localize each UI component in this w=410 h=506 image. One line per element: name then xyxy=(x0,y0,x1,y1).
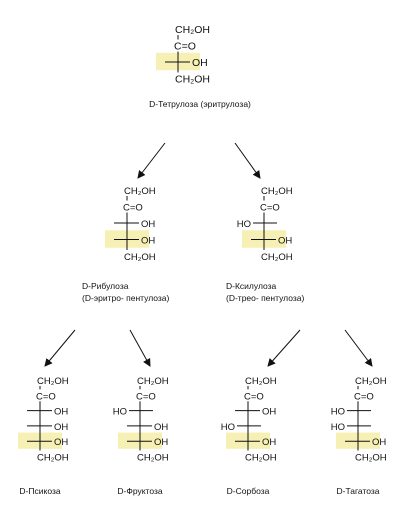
psicose-structure: CH₂OH C=O OH OH OH CH₂OH xyxy=(18,374,73,464)
ribulose-caption: D-Рибулоза xyxy=(82,281,129,291)
bottom-ch2oh-label: CH₂OH xyxy=(245,453,277,464)
top-ch2oh-label: CH₂OH xyxy=(245,376,277,387)
hydroxyl-right-label: OH xyxy=(278,236,292,247)
hydroxyl-right-label: OH xyxy=(372,437,386,448)
carbonyl-label: C=O xyxy=(354,391,374,402)
hydroxyl-right-label: OH xyxy=(262,437,276,448)
carbonyl-label: C=O xyxy=(174,41,196,53)
sorbose-structure: CH₂OH C=O OH HO OH CH₂OH xyxy=(221,374,281,464)
hydroxyl-right-label: OH xyxy=(54,422,68,433)
hydroxyl-left-label: HO xyxy=(237,219,251,230)
bottom-ch2oh-label: CH₂OH xyxy=(137,453,169,464)
xylulose-caption: D-Ксилулоза xyxy=(226,281,277,291)
carbonyl-label: C=O xyxy=(136,391,156,402)
hydroxyl-right-label: OH xyxy=(154,437,168,448)
top-ch2oh-label: CH₂OH xyxy=(37,376,69,387)
top-ch2oh-label: CH₂OH xyxy=(261,186,293,197)
bottom-ch2oh-label: CH₂OH xyxy=(261,252,293,263)
fructose-structure: CH₂OH C=O HO OH OH CH₂OH xyxy=(113,374,173,464)
ribulose-subcaption: (D-эритро- пентулоза) xyxy=(82,293,170,303)
fructose-caption: D-Фруктоза xyxy=(117,486,162,496)
tetrulose-structure: CH₂OH C=O OH CH₂OH xyxy=(156,23,211,86)
hydroxyl-left-label: HO xyxy=(221,422,235,433)
psicose-caption: D-Псикоза xyxy=(19,486,60,496)
bottom-ch2oh-label: CH₂OH xyxy=(37,453,69,464)
structures-layer: CH₂OH C=O OH CH₂OH CH₂OH C=O OH OH CH₂OH CH₂OH C=O… xyxy=(18,23,391,464)
xylulose-structure: CH₂OH C=O HO OH CH₂OH xyxy=(237,184,297,263)
hydroxyl-right-label: OH xyxy=(54,437,68,448)
arrow-ribulose-to-fructose xyxy=(129,329,151,367)
carbonyl-label: C=O xyxy=(36,391,56,402)
hydroxyl-right-label: OH xyxy=(262,407,276,418)
arrow-xylulose-to-tagatose xyxy=(344,329,373,367)
top-ch2oh-label: CH₂OH xyxy=(124,186,156,197)
top-ch2oh-label: CH₂OH xyxy=(137,376,169,387)
top-ch2oh-label: CH₂OH xyxy=(355,376,387,387)
top-ch2oh-label: CH₂OH xyxy=(175,24,210,36)
tagatose-caption: D-Тагатоза xyxy=(336,486,379,496)
hydroxyl-left-label: HO xyxy=(331,422,345,433)
hydroxyl-right-label: OH xyxy=(154,422,168,433)
xylulose-subcaption: (D-трео- пентулоза) xyxy=(226,293,304,303)
hydroxyl-left-label: HO xyxy=(331,407,345,418)
ribulose-structure: CH₂OH C=O OH OH CH₂OH xyxy=(105,184,160,263)
bottom-ch2oh-label: CH₂OH xyxy=(355,453,387,464)
carbonyl-label: C=O xyxy=(244,391,264,402)
arrow-xylulose-to-sorbose xyxy=(267,329,301,367)
hydroxyl-right-label: OH xyxy=(141,219,155,230)
carbonyl-label: C=O xyxy=(260,203,280,214)
hydroxyl-left-label: HO xyxy=(113,407,127,418)
tetrulose-caption: D-Тетрулоза (эритрулоза) xyxy=(149,99,251,109)
arrow-ribulose-to-psicose xyxy=(44,329,76,367)
sorbose-caption: D-Сорбоза xyxy=(227,486,270,496)
bottom-ch2oh-label: CH₂OH xyxy=(124,252,156,263)
bottom-ch2oh-label: CH₂OH xyxy=(175,74,210,86)
arrow-tetrulose-to-ribulose xyxy=(137,142,166,179)
hydroxyl-right-label: OH xyxy=(54,407,68,418)
arrow-tetrulose-to-xylulose xyxy=(234,142,261,179)
carbonyl-label: C=O xyxy=(123,203,143,214)
hydroxyl-right-label: OH xyxy=(141,236,155,247)
hydroxyl-right-label: OH xyxy=(192,57,208,69)
tagatose-structure: CH₂OH C=O HO HO OH CH₂OH xyxy=(331,374,391,464)
